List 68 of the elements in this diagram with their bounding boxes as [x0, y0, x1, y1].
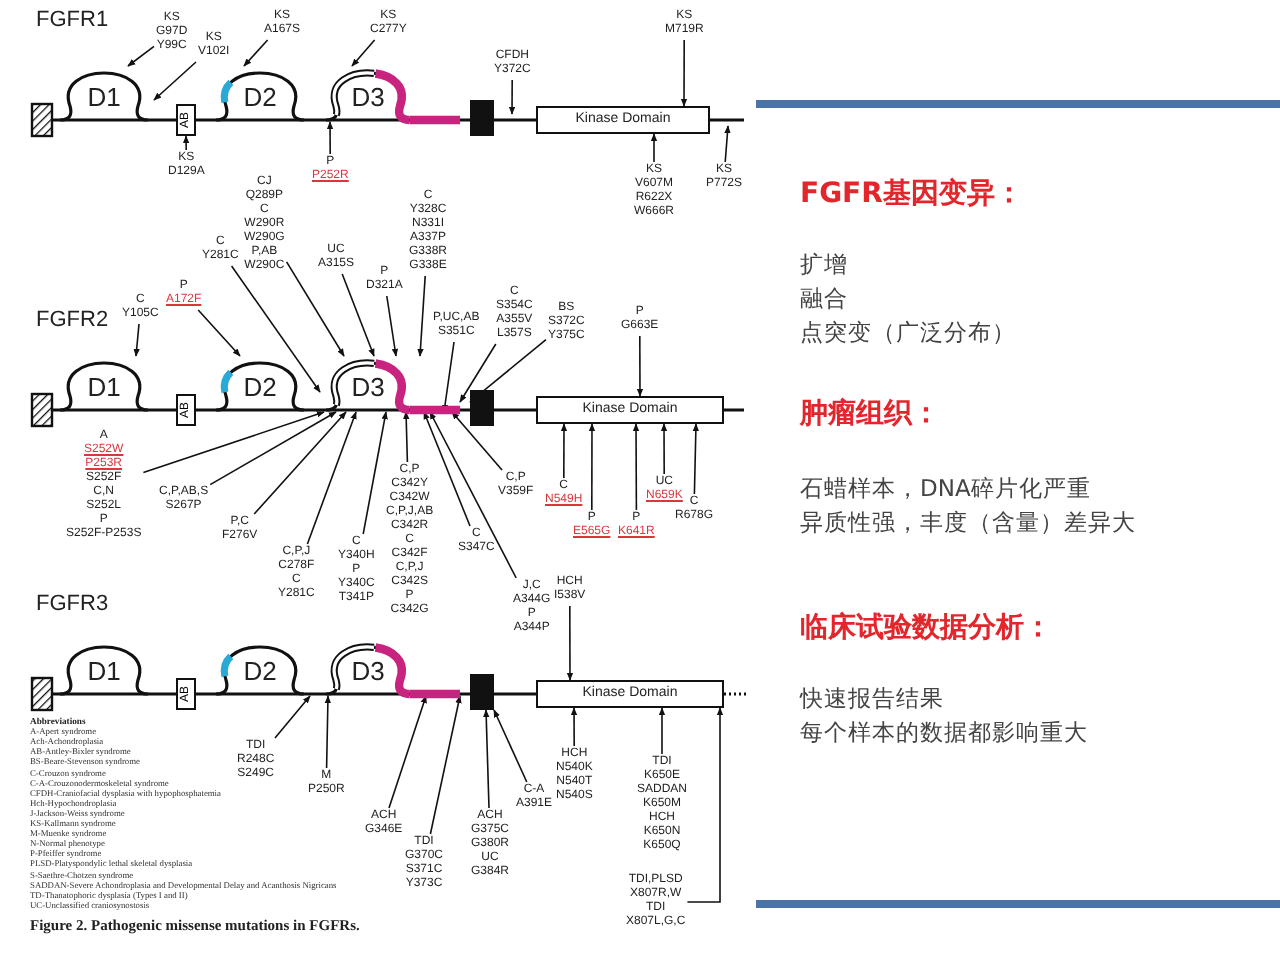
domain-loop: D1 [54, 640, 154, 696]
leader-arrow [285, 261, 345, 357]
leader-arrow [153, 61, 197, 101]
bullet-text: 异质性强，丰度（含量）差异大 [800, 508, 1136, 538]
leader-arrow [686, 707, 724, 903]
bullet-text: 快速报告结果 [800, 684, 944, 714]
domain-loop: D2 [210, 640, 310, 696]
leader-arrow [493, 709, 528, 783]
row-label: FGFR2 [36, 308, 109, 332]
domain-loop: D3 [320, 640, 460, 696]
transmembrane-box [470, 390, 494, 426]
leader-arrow [133, 323, 140, 357]
leader-arrow [570, 707, 578, 747]
domain-loop: D2 [210, 356, 310, 412]
domain-loop: D1 [54, 356, 154, 412]
leader-arrow [423, 411, 471, 527]
section-heading: 肿瘤组织： [800, 396, 940, 432]
leader-arrow [588, 423, 596, 511]
leader-arrow [508, 79, 516, 115]
leader-arrow [197, 309, 241, 357]
leader-arrow [483, 709, 490, 809]
leader-arrow [429, 411, 517, 579]
leader-arrow [230, 265, 321, 393]
bullet-text: 点突变（广泛分布） [800, 318, 1016, 348]
domain-loop: D2 [210, 66, 310, 122]
leader-arrow [660, 423, 668, 475]
leader-arrow [566, 605, 574, 681]
leader-arrow [658, 707, 666, 755]
bullet-text: 石蜡样本，DNA碎片化严重 [800, 474, 1091, 504]
leader-arrow [632, 423, 640, 511]
leader-arrow [417, 275, 426, 357]
leader-arrow [636, 335, 644, 397]
leader-arrow [692, 423, 700, 495]
leader-arrow [451, 411, 503, 471]
bullet-text: 每个样本的数据都影响重大 [800, 718, 1088, 748]
leader-arrow [127, 45, 155, 67]
domain-loop: D3 [320, 356, 460, 412]
row-label: FGFR3 [36, 592, 109, 616]
leader-arrow [459, 343, 497, 403]
row-label: FGFR1 [36, 8, 109, 32]
domain-loop: D3 [320, 66, 460, 122]
leader-arrow [680, 39, 688, 107]
section-heading: 临床试验数据分析： [800, 610, 1052, 646]
leader-arrow [388, 695, 427, 809]
leader-arrow [253, 411, 347, 515]
leader-arrow [209, 411, 337, 486]
leader-arrow [306, 411, 357, 545]
leader-arrow [403, 411, 410, 463]
transmembrane-box [470, 100, 494, 136]
leader-arrow [362, 411, 388, 535]
leader-arrow [386, 295, 399, 357]
leader-arrow [142, 411, 325, 474]
leader-arrow [650, 133, 658, 163]
leader-arrow [182, 135, 190, 151]
leader-arrow [351, 39, 376, 67]
leader-arrow [243, 39, 269, 67]
bullet-text: 融合 [800, 284, 848, 314]
leader-arrow [341, 273, 375, 357]
domain-loop: D1 [54, 66, 154, 122]
leader-arrow [429, 695, 462, 835]
bullet-text: 扩增 [800, 250, 848, 280]
leader-arrow [324, 695, 332, 769]
leader-arrow [274, 695, 311, 739]
section-heading: FGFR基因变异： [800, 176, 1023, 212]
transmembrane-box [470, 674, 494, 710]
leader-arrow [724, 125, 731, 163]
leader-arrow [560, 423, 568, 479]
leader-arrow [326, 121, 334, 155]
